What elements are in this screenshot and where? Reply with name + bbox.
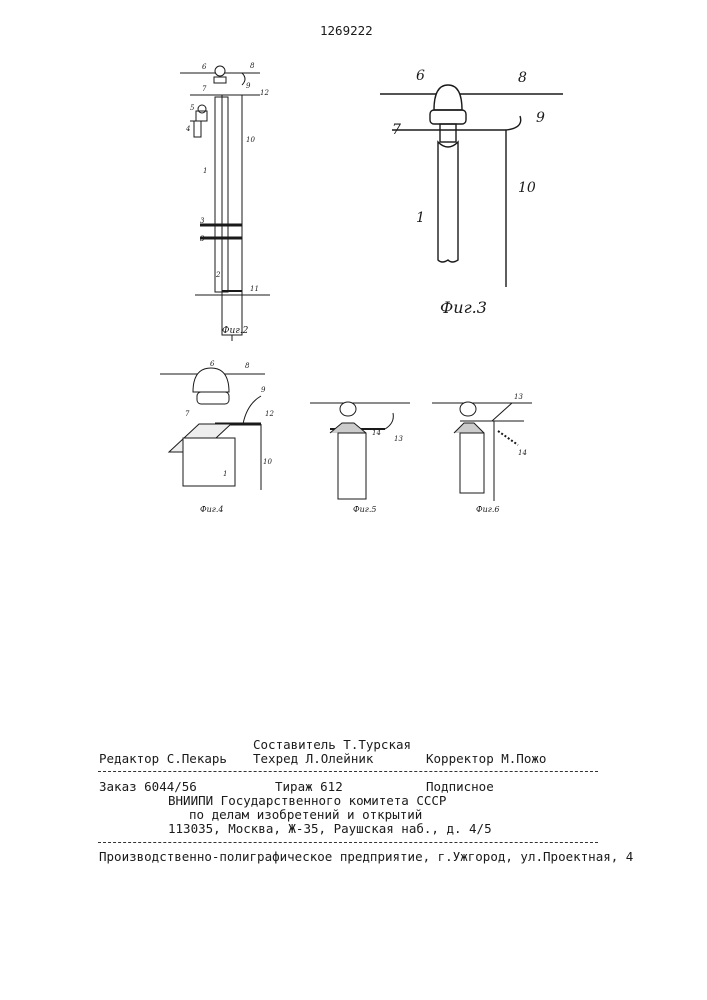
divider-1	[98, 771, 598, 772]
fig4-label-8: 8	[245, 362, 250, 370]
fig5-label-14: 14	[372, 429, 381, 437]
figure-3: 6 8 7 9 10 1	[378, 62, 578, 302]
circulation-line: Тираж 612	[275, 780, 343, 794]
compiler-line: Составитель Т.Турская	[253, 738, 411, 752]
subscription-line: Подписное	[426, 780, 494, 794]
fig6-label-13: 13	[514, 393, 523, 401]
fig2-label-3a: 3	[200, 217, 205, 225]
fig2-label-7: 7	[202, 85, 207, 93]
fig3-label-7: 7	[392, 122, 401, 138]
fig3-label-1: 1	[416, 210, 425, 226]
fig3-label-9: 9	[536, 110, 545, 126]
fig4-label-6: 6	[210, 360, 215, 368]
fig2-label-4: 4	[185, 125, 190, 133]
fig4-label-1: 1	[223, 470, 227, 478]
fig5-label-13: 13	[394, 435, 403, 443]
fig2-label-12: 12	[260, 89, 269, 97]
fig4-label-7: 7	[185, 410, 190, 418]
org-line-3: 113035, Москва, Ж-35, Раушская наб., д. …	[168, 822, 492, 836]
fig2-label-6: 6	[202, 63, 207, 71]
fig2-label-3b: 3	[200, 235, 205, 243]
fig2-label-10: 10	[246, 136, 255, 144]
figure-2: 6 8 7 9 12 5 4 10 1 3 3 2 11	[180, 55, 290, 345]
fig2-label-9: 9	[246, 82, 251, 90]
org-line-2: по делам изобретений и открытий	[189, 808, 422, 822]
fig3-label-8: 8	[518, 70, 527, 86]
fig2-label-11: 11	[250, 285, 259, 293]
fig3-caption: Фиг.3	[440, 298, 487, 317]
org-line-1: ВНИИПИ Государственного комитета СССР	[168, 794, 446, 808]
corrector-line: Корректор М.Пожо	[426, 752, 546, 766]
fig4-label-9: 9	[261, 386, 266, 394]
fig4-caption: Фиг.4	[200, 505, 223, 514]
fig4-label-10: 10	[263, 458, 272, 466]
editor-line: Редактор С.Пекарь	[99, 752, 227, 766]
printer-line: Производственно-полиграфическое предприя…	[99, 850, 633, 864]
fig6-label-14: 14	[518, 449, 527, 457]
fig3-label-6: 6	[416, 68, 425, 84]
fig3-label-10: 10	[518, 180, 536, 196]
figure-6: 13 14	[432, 395, 542, 505]
fig2-label-8: 8	[250, 62, 255, 70]
fig2-label-1: 1	[203, 167, 207, 175]
figure-4: 6 8 9 7 12 1 10	[155, 360, 280, 500]
fig4-label-12: 12	[265, 410, 274, 418]
divider-2	[98, 842, 598, 843]
order-line: Заказ 6044/56	[99, 780, 197, 794]
fig6-caption: Фиг.6	[476, 505, 499, 514]
patent-number: 1269222	[320, 24, 373, 38]
fig2-caption: Фиг.2	[222, 326, 248, 336]
fig5-caption: Фиг.5	[353, 505, 376, 514]
fig2-label-2: 2	[215, 271, 221, 279]
figure-5: 14 13	[310, 395, 410, 505]
techred-line: Техред Л.Олейник	[253, 752, 373, 766]
fig2-label-5: 5	[190, 104, 195, 112]
